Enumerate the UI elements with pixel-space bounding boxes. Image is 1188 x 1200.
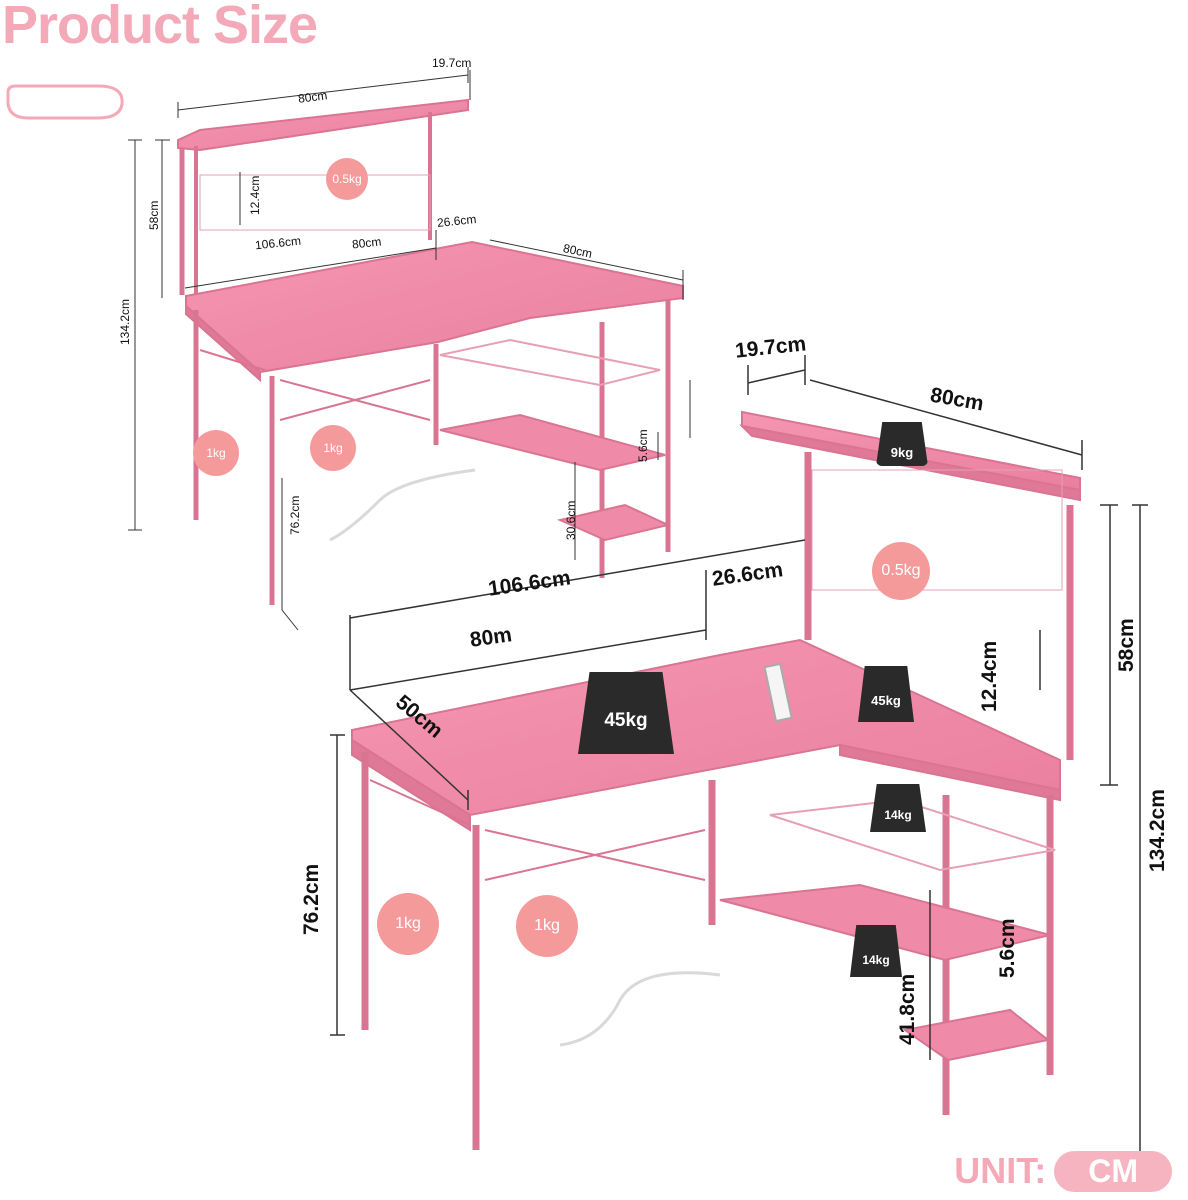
weight-hutch-top-icon: 9kg xyxy=(876,422,928,466)
small-grid-height-label: 12.4cm xyxy=(248,175,262,215)
small-total-height-label: 134.2cm xyxy=(118,298,132,345)
badge-text: 0.5kg xyxy=(332,172,362,186)
badge-text: 1kg xyxy=(323,441,343,455)
weight-text: 14kg xyxy=(862,953,890,967)
large-dimension-lines xyxy=(330,355,1148,1186)
badge-text: 1kg xyxy=(395,915,421,932)
unit-value: CM xyxy=(1054,1150,1172,1192)
small-dimension-lines xyxy=(128,67,691,631)
small-lower-shelf-label: 30.6cm xyxy=(564,500,578,540)
badge-text: 1kg xyxy=(534,917,560,934)
small-shelf-gap-label: 5.6cm xyxy=(636,429,650,462)
small-desk-height-label: 76.2cm xyxy=(288,495,302,535)
title-swoosh-decoration xyxy=(6,84,124,120)
large-hook-load-badge: 1kg xyxy=(516,895,578,957)
weight-text: 45kg xyxy=(871,693,901,708)
weight-text: 9kg xyxy=(890,445,914,460)
weight-bottom-shelf-icon: 14kg xyxy=(850,925,902,977)
small-hutch-depth-label: 19.7cm xyxy=(432,56,472,70)
small-desk xyxy=(177,98,684,605)
badge-text: 1kg xyxy=(206,446,226,460)
large-desk-height-label: 76.2cm xyxy=(300,863,323,935)
unit-indicator: UNIT: CM xyxy=(954,1150,1172,1192)
large-lower-shelf-label: 41.8cm xyxy=(896,973,919,1045)
page-title: Product Size xyxy=(2,0,318,55)
small-hutch-height-label: 58cm xyxy=(147,200,161,230)
large-desk xyxy=(351,410,1081,1150)
large-hutch-height-label: 58cm xyxy=(1115,618,1138,672)
large-grid-height-label: 12.4cm xyxy=(978,640,1001,712)
weight-desktop-icon: 45kg xyxy=(578,672,674,754)
small-cup-load-badge: 1kg xyxy=(193,430,239,476)
unit-label: UNIT: xyxy=(954,1150,1047,1191)
large-shelf-gap-label: 5.6cm xyxy=(996,918,1019,978)
large-cup-load-badge: 1kg xyxy=(377,893,439,955)
weight-corner-icon: 45kg xyxy=(858,666,914,722)
weight-text: 14kg xyxy=(884,808,912,822)
weight-text: 45kg xyxy=(604,710,648,731)
large-total-height-label: 134.2cm xyxy=(1146,789,1169,872)
small-grid-load-badge: 0.5kg xyxy=(326,158,368,200)
large-grid-load-badge: 0.5kg xyxy=(872,542,930,600)
badge-text: 0.5kg xyxy=(881,562,921,579)
weight-mesh-shelf-icon: 14kg xyxy=(870,784,926,832)
small-hook-load-badge: 1kg xyxy=(310,425,356,471)
